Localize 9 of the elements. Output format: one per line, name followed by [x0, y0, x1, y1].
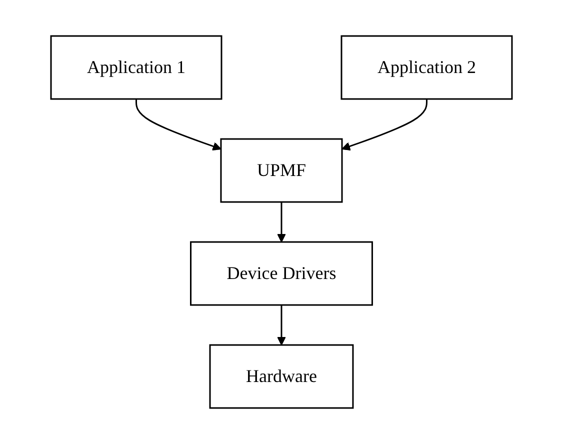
- arrow: [135, 98, 221, 150]
- node-box: Application 2: [340, 34, 512, 100]
- node-box: Application 1: [50, 34, 222, 100]
- arrow: [341, 98, 427, 150]
- arrow: [276, 202, 286, 242]
- node-box: Device Drivers: [190, 240, 372, 306]
- node-box: UPMF: [220, 138, 342, 202]
- node-box: Hardware: [208, 344, 354, 408]
- arrow: [276, 304, 286, 345]
